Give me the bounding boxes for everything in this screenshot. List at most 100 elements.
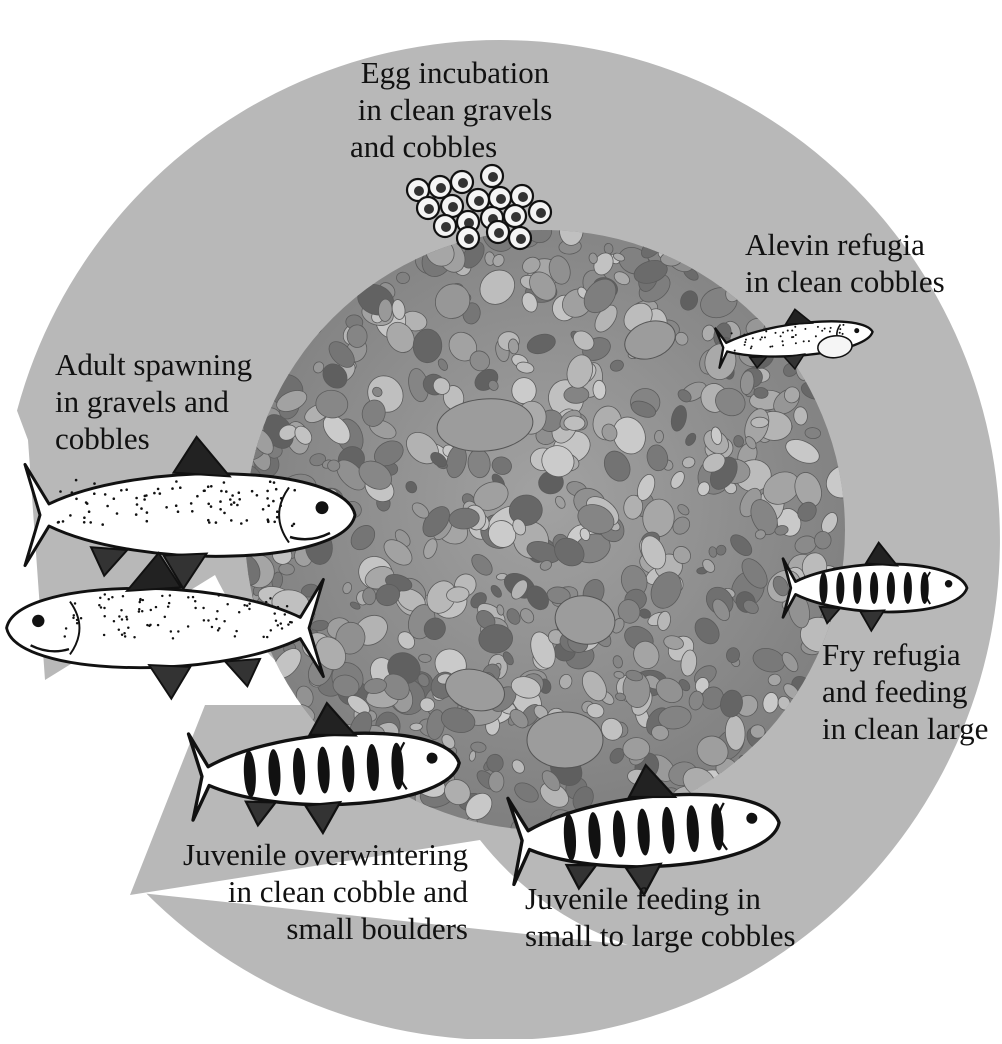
anal-fin — [225, 659, 260, 686]
speckle — [230, 503, 233, 506]
speckle — [122, 595, 124, 597]
speckle — [148, 625, 150, 627]
pebble — [396, 272, 410, 284]
speckle — [277, 624, 279, 626]
speckle — [120, 489, 123, 492]
feeding-label-line-1: Juvenile feeding in — [525, 880, 796, 917]
speckle — [276, 516, 279, 519]
speckle — [179, 486, 182, 489]
speckle — [120, 609, 122, 611]
juvenile-overwintering-label: Juvenile overwintering in clean cobble a… — [150, 836, 468, 947]
speckle — [220, 490, 223, 493]
speckle — [192, 596, 194, 598]
speckle — [146, 520, 149, 523]
speckle — [167, 605, 169, 607]
speckle — [215, 521, 218, 524]
speckle — [233, 501, 236, 504]
speckle — [215, 618, 217, 620]
speckle — [93, 492, 96, 495]
speckle — [251, 490, 254, 493]
adult-label-line-2: in gravels and — [55, 383, 252, 420]
speckle — [246, 604, 248, 606]
speckle — [150, 609, 152, 611]
speckle — [207, 619, 209, 621]
speckle — [270, 629, 272, 631]
speckle — [216, 610, 218, 612]
speckle — [170, 630, 172, 632]
egg-yolk — [436, 183, 446, 193]
egg-stage-label: Egg incubation in clean gravels and cobb… — [330, 54, 580, 165]
egg-yolk — [496, 194, 506, 204]
fry-label-line-1: Fry refugia — [822, 636, 988, 673]
speckle — [223, 620, 225, 622]
parr-mark — [853, 572, 861, 604]
speckle — [133, 636, 135, 638]
speckle — [111, 596, 113, 598]
speckle — [269, 597, 271, 599]
pebble — [564, 416, 585, 431]
parr-mark — [921, 572, 929, 604]
speckle — [69, 514, 72, 517]
speckle — [284, 613, 286, 615]
speckle — [281, 627, 283, 629]
speckle — [275, 619, 277, 621]
speckle — [291, 525, 294, 528]
speckle — [194, 600, 196, 602]
speckle — [100, 606, 102, 608]
speckle — [218, 627, 220, 629]
pebble — [814, 531, 831, 549]
speckle — [57, 521, 60, 524]
egg-yolk — [518, 192, 528, 202]
speckle — [219, 508, 222, 511]
feeding-label-line-2: small to large cobbles — [525, 917, 796, 954]
alevin-label-line-2: in clean cobbles — [745, 263, 945, 300]
speckle — [85, 501, 88, 504]
egg-yolk — [414, 186, 424, 196]
speckle — [140, 507, 143, 510]
speckle — [113, 497, 116, 500]
speckle — [169, 594, 171, 596]
speckle — [277, 606, 279, 608]
speckle — [157, 624, 159, 626]
speckle — [280, 622, 282, 624]
egg-label-line-3: and cobbles — [330, 128, 580, 165]
speckle — [127, 626, 129, 628]
pebble — [410, 723, 423, 731]
speckle — [223, 481, 226, 484]
speckle — [76, 622, 78, 624]
egg-yolk — [448, 202, 458, 212]
speckle — [65, 627, 67, 629]
speckle — [89, 521, 92, 524]
speckle — [124, 635, 126, 637]
parr-mark — [836, 572, 844, 604]
adult-stage-label: Adult spawning in gravels and cobbles — [55, 346, 252, 457]
rock — [527, 712, 603, 768]
speckle — [231, 494, 234, 497]
speckle — [223, 512, 226, 515]
speckle — [234, 635, 236, 637]
speckle — [74, 602, 76, 604]
fish-eye — [32, 615, 44, 627]
speckle — [73, 614, 75, 616]
speckle — [203, 489, 206, 492]
fish-eye — [945, 580, 952, 587]
speckle — [262, 508, 265, 511]
pebble — [564, 386, 590, 404]
egg-label-line-2: in clean gravels — [330, 91, 580, 128]
fry-label-line-2: and feeding — [822, 673, 988, 710]
speckle — [135, 513, 138, 516]
speckle — [139, 601, 141, 603]
speckle — [187, 596, 189, 598]
speckle — [168, 602, 170, 604]
egg-yolk — [516, 234, 526, 244]
speckle — [238, 491, 241, 494]
speckle — [248, 603, 250, 605]
speckle — [246, 519, 249, 522]
pebble — [654, 430, 664, 443]
speckle — [125, 488, 128, 491]
speckle — [236, 504, 239, 507]
speckle — [104, 493, 107, 496]
speckle — [207, 485, 210, 488]
speckle — [269, 480, 272, 483]
speckle — [273, 612, 275, 614]
